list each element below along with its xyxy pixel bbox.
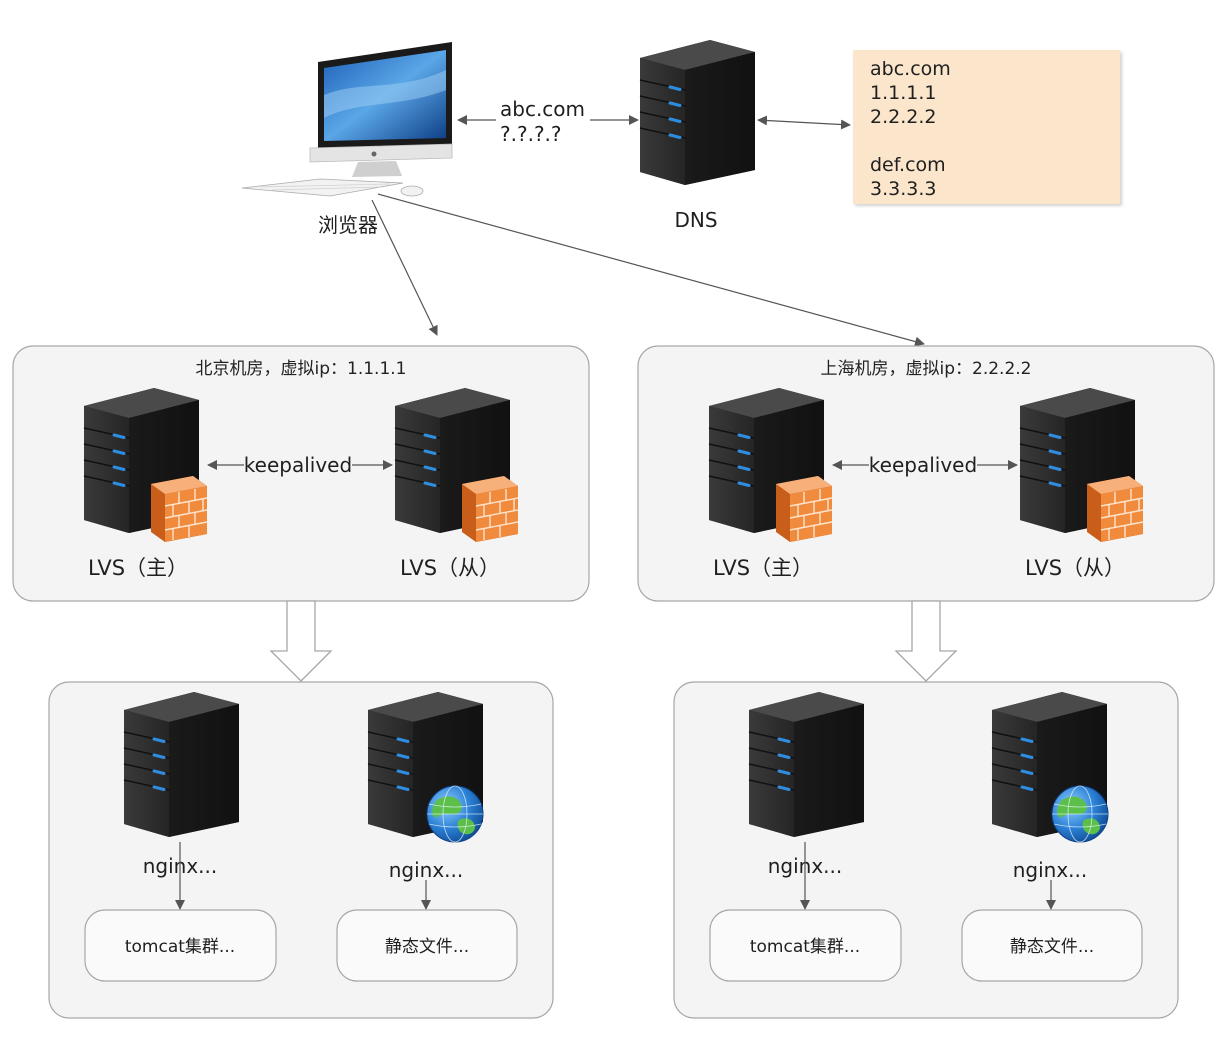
shanghai-lvs-container: 上海机房，虚拟ip：2.2.2.2 keepalived LVS（主） LVS（… xyxy=(637,345,1215,602)
shanghai-lvs-slave-firewall-icon xyxy=(1086,475,1144,543)
dns-record-line: def.com xyxy=(870,154,946,176)
browser-computer-icon xyxy=(241,42,453,197)
shanghai-nginx-b-label: nginx... xyxy=(1013,858,1088,882)
browser-to-beijing-arrow xyxy=(371,199,438,336)
beijing-nginx-b-label: nginx... xyxy=(389,858,464,882)
shanghai-flow-down-arrow xyxy=(895,600,957,682)
beijing-lvs-master-firewall-icon xyxy=(150,475,208,543)
shanghai-nginx-a-server-icon xyxy=(747,690,866,839)
beijing-tomcat-box xyxy=(84,909,277,982)
beijing-lvs-slave-label: LVS（从） xyxy=(400,556,500,580)
beijing-lvs-slave-firewall-icon xyxy=(461,475,519,543)
beijing-keepalived-label: keepalived xyxy=(244,453,352,477)
dns-records-arrow xyxy=(757,115,851,130)
dns-record-line xyxy=(870,129,1120,153)
dns-record-line: 3.3.3.3 xyxy=(870,178,937,200)
dns-record-line: abc.com xyxy=(870,58,951,80)
shanghai-globe-icon xyxy=(1051,785,1109,843)
dns-server-icon xyxy=(638,38,757,187)
dns-label: DNS xyxy=(674,208,717,232)
shanghai-keepalived-label: keepalived xyxy=(869,453,977,477)
query-domain-label: abc.com xyxy=(500,97,585,121)
beijing-nginx-a-server-icon xyxy=(122,690,241,839)
beijing-static-box xyxy=(336,909,518,982)
beijing-title: 北京机房，虚拟ip：1.1.1.1 xyxy=(196,359,407,379)
beijing-lvs-container: 北京机房，虚拟ip：1.1.1.1 keepalived LVS（主） LVS（… xyxy=(12,345,590,602)
shanghai-backend-container: nginx... nginx... tomcat集群... 静态文件... xyxy=(673,681,1179,1019)
dns-record-line: 2.2.2.2 xyxy=(870,106,937,128)
beijing-backend-container: nginx... nginx... tomcat集群... 静态文件... xyxy=(48,681,554,1019)
beijing-flow-down-arrow xyxy=(270,600,332,682)
shanghai-static-box xyxy=(961,909,1143,982)
beijing-tomcat-label: tomcat集群... xyxy=(125,937,235,957)
shanghai-lvs-master-firewall-icon xyxy=(775,475,833,543)
beijing-lvs-master-label: LVS（主） xyxy=(88,556,188,580)
browser-label: 浏览器 xyxy=(318,213,378,237)
shanghai-lvs-master-label: LVS（主） xyxy=(713,556,813,580)
query-ip-label: ?.?.?.? xyxy=(500,122,562,146)
shanghai-tomcat-label: tomcat集群... xyxy=(750,937,860,957)
shanghai-tomcat-box xyxy=(709,909,902,982)
shanghai-lvs-slave-label: LVS（从） xyxy=(1025,556,1125,580)
dns-records-note: abc.com 1.1.1.1 2.2.2.2 def.com 3.3.3.3 xyxy=(853,50,1120,204)
dns-record-line: 1.1.1.1 xyxy=(870,82,937,104)
beijing-static-label: 静态文件... xyxy=(385,937,469,957)
beijing-globe-icon xyxy=(426,785,484,843)
browser-to-shanghai-arrow xyxy=(377,193,925,347)
shanghai-title: 上海机房，虚拟ip：2.2.2.2 xyxy=(821,359,1032,379)
shanghai-static-label: 静态文件... xyxy=(1010,937,1094,957)
